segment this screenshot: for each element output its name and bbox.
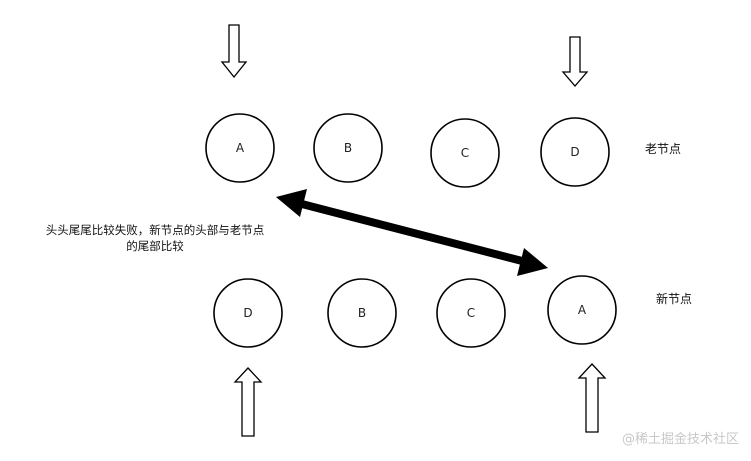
old-node-d: D (540, 117, 610, 187)
new-node-b-label: B (358, 306, 366, 320)
compare-double-arrow (276, 189, 548, 276)
old-node-a: A (205, 113, 275, 183)
old-end-pointer-arrow (561, 36, 589, 87)
old-node-a-label: A (236, 141, 245, 155)
comparison-note: 头头尾尾比较失败，新节点的头部与老节点 的尾部比较 (10, 222, 300, 254)
new-node-d-label: D (243, 306, 252, 320)
comparison-note-line-2: 的尾部比较 (126, 239, 184, 253)
old-node-c: C (430, 118, 500, 188)
old-node-b-label: B (344, 141, 352, 155)
new-node-c: C (436, 278, 506, 348)
new-node-d: D (213, 278, 283, 348)
new-start-pointer-arrow (233, 367, 263, 437)
old-start-pointer-arrow (220, 24, 248, 79)
new-node-a-label: A (578, 303, 587, 317)
old-nodes-label: 老节点 (645, 142, 681, 156)
new-node-a: A (547, 275, 617, 345)
old-node-d-label: D (570, 145, 579, 159)
watermark: @稀土掘金技术社区 (621, 432, 739, 447)
old-node-b: B (313, 113, 383, 183)
new-node-c-label: C (467, 306, 475, 320)
new-nodes-label: 新节点 (656, 291, 692, 306)
new-node-b: B (327, 278, 397, 348)
comparison-note-line-1: 头头尾尾比较失败，新节点的头部与老节点 (45, 223, 265, 237)
old-node-c-label: C (461, 146, 469, 160)
new-end-pointer-arrow (577, 363, 607, 433)
